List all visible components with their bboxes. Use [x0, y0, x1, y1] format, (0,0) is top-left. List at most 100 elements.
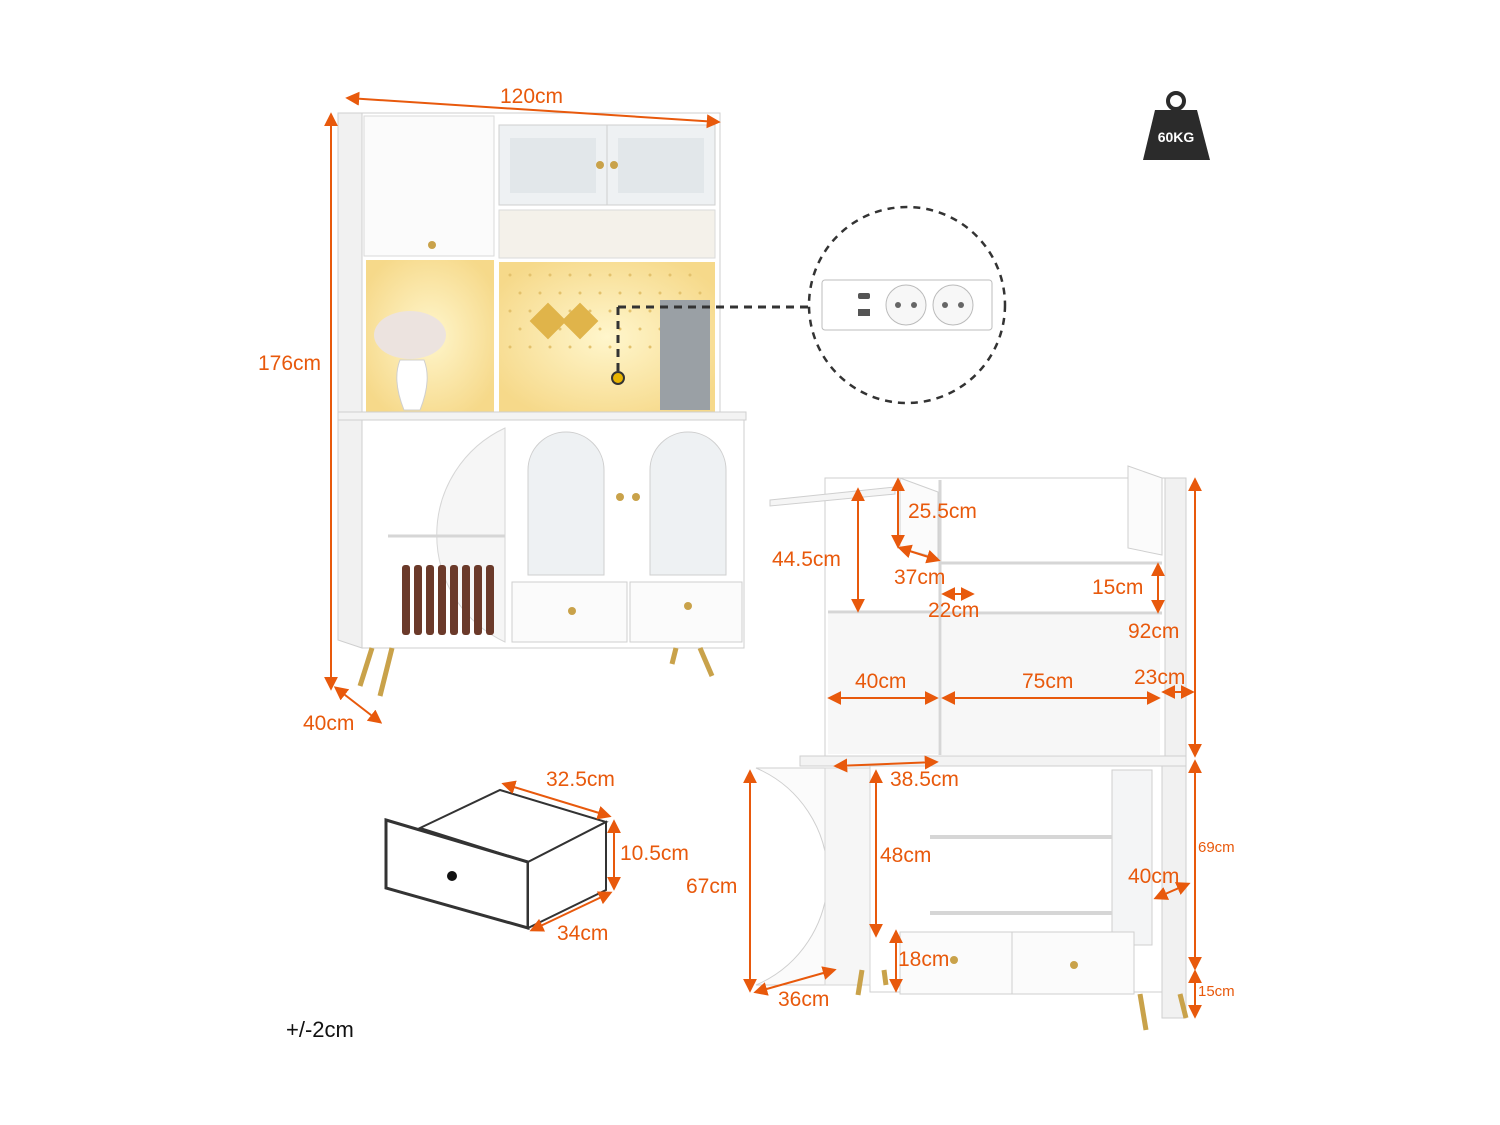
pegboard-dot — [558, 327, 562, 331]
base-depth-right-label: 40cm — [1128, 865, 1179, 888]
right-arched-door-open — [1111, 769, 1153, 946]
leg-front-left — [377, 647, 395, 697]
pegboard-dot — [628, 273, 632, 277]
bottle — [426, 565, 434, 635]
leg-height-label: 15cm — [1198, 983, 1235, 1000]
pegboard-dot — [528, 345, 532, 349]
leg-front-right — [697, 647, 715, 677]
overall-width-label: 120cm — [500, 85, 563, 108]
base-height-left-label: 67cm — [686, 875, 737, 898]
top-door-open-right — [1127, 465, 1163, 556]
usb-c-port — [858, 293, 870, 299]
open-cabinet-side — [1161, 477, 1187, 1019]
open-drawer-knob-right — [1070, 961, 1078, 969]
depth-arrow — [333, 686, 383, 724]
bottle — [486, 565, 494, 635]
upper-left-width-arrow — [897, 544, 941, 564]
socket-outlet-2 — [932, 284, 974, 326]
moon-door-open — [755, 767, 829, 986]
drawer-illustration — [384, 788, 609, 930]
base-depth-right-arrow — [1153, 882, 1191, 900]
pegboard-dot — [538, 291, 542, 295]
weight-badge: 60KG — [1143, 91, 1210, 160]
pegboard-dot — [568, 309, 572, 313]
bottle — [474, 565, 482, 635]
glass-door-knob-right — [610, 161, 618, 169]
socket-pin-1b — [911, 302, 917, 308]
overall-depth-label: 40cm — [303, 712, 354, 735]
pegboard-dot — [588, 345, 592, 349]
pegboard-dot — [678, 291, 682, 295]
pot-holder-1 — [529, 302, 567, 340]
usb-a-port — [858, 309, 870, 316]
bottle — [438, 565, 446, 635]
socket-pin-2b — [958, 302, 964, 308]
pegboard-left — [828, 614, 938, 754]
pegboard-dot — [608, 345, 612, 349]
leg-back-right — [669, 647, 679, 665]
pegboard-dot — [548, 273, 552, 277]
pegboard-dot — [508, 273, 512, 277]
glass-pane-left — [510, 138, 596, 193]
left-inner-door — [824, 767, 871, 986]
pegboard-dot — [598, 291, 602, 295]
socket-pin-2a — [942, 302, 948, 308]
base-depth-left-arrow — [753, 966, 837, 996]
callout-dot — [611, 371, 625, 385]
arched-door-knob-right — [632, 493, 640, 501]
countertop — [337, 411, 747, 421]
bottle — [462, 565, 470, 635]
pegboard-dot — [588, 273, 592, 277]
arched-door-right — [649, 431, 727, 576]
glass-pane-right — [618, 138, 704, 193]
pegboard-dot — [578, 291, 582, 295]
hutch-depth-label: 23cm — [1134, 666, 1185, 689]
base-drawer-right — [629, 581, 743, 643]
open-drawer-knob-left — [950, 956, 958, 964]
flower-bouquet — [374, 311, 446, 359]
pot-holder-2 — [561, 302, 599, 340]
cabinet-side-panel — [337, 112, 363, 649]
hutch-height-label: 92cm — [1128, 620, 1179, 643]
open-leg-4 — [1177, 993, 1189, 1019]
weight-icon — [1166, 91, 1186, 111]
width-arrow — [345, 91, 721, 129]
hutch-left-door — [363, 115, 495, 257]
weight-label: 60KG — [1158, 129, 1195, 145]
drawer-depth-label: 34cm — [557, 922, 608, 945]
coffee-machine — [660, 300, 710, 410]
pegboard-dot — [518, 291, 522, 295]
arched-door-left — [527, 431, 605, 576]
pegboard-right — [942, 615, 1160, 755]
open-leg-2 — [881, 969, 889, 986]
socket-outlet-1 — [885, 284, 927, 326]
shelf-depth-label: 22cm — [928, 599, 979, 622]
socket-callout — [611, 205, 1007, 405]
pegboard-dot — [648, 309, 652, 313]
drawer-width-label: 32.5cm — [546, 768, 615, 791]
tolerance-note: +/-2cm — [286, 1017, 354, 1042]
drawer-width-arrow — [501, 780, 612, 820]
base-depth-left-label: 36cm — [778, 988, 829, 1011]
pegboard-dot — [688, 273, 692, 277]
pegboard-dot — [628, 345, 632, 349]
drawer-depth-arrow — [529, 891, 613, 932]
pegboard-dot — [638, 327, 642, 331]
pegboard-dot — [508, 309, 512, 313]
drawer-handle-hole — [447, 871, 457, 881]
pegboard-dot — [638, 291, 642, 295]
pegboard-dot — [558, 291, 562, 295]
pegboard-dot — [568, 345, 572, 349]
pegboard-dot — [518, 327, 522, 331]
pegboard-dot — [608, 273, 612, 277]
hutch-left-door-knob — [428, 241, 436, 249]
pegboard-dot — [568, 273, 572, 277]
drawer-knob-right — [684, 602, 692, 610]
pegboard-dot — [588, 309, 592, 313]
bottle — [450, 565, 458, 635]
left-bay-width-label: 40cm — [855, 670, 906, 693]
counter-width-arrow — [833, 755, 939, 773]
pegboard-dot — [628, 309, 632, 313]
vase — [396, 359, 428, 411]
